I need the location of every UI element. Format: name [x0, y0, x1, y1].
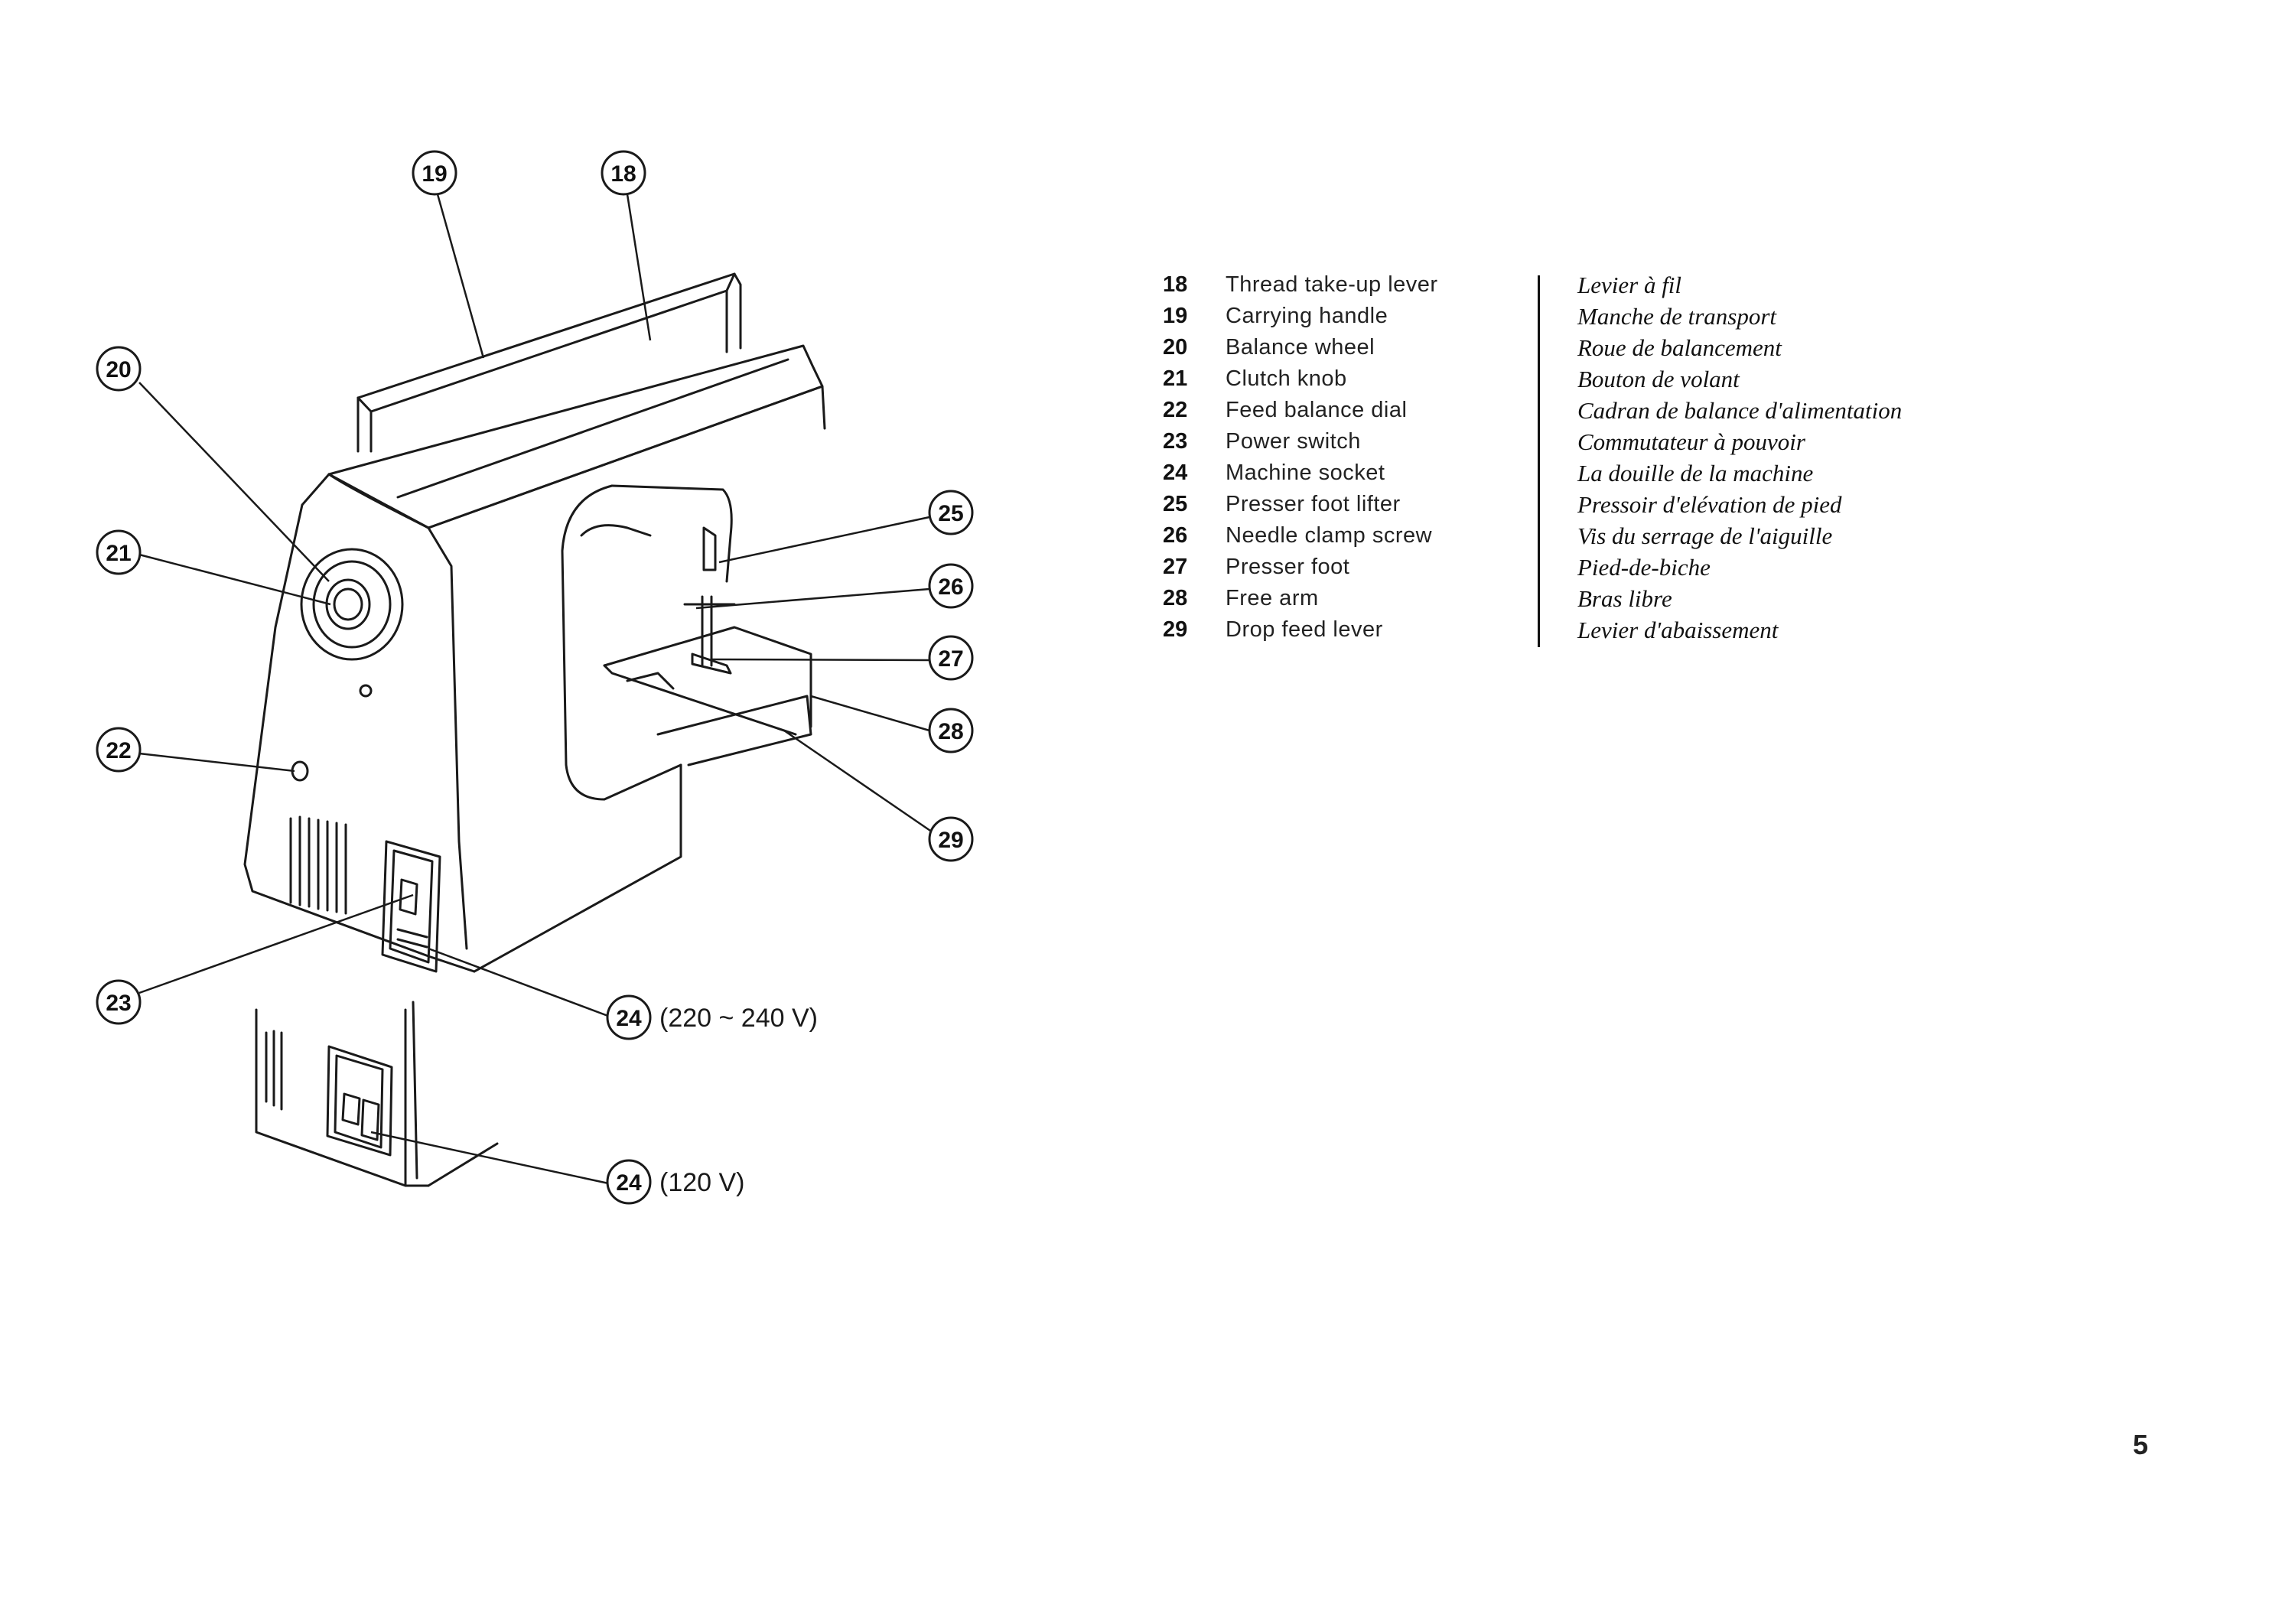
part-name-english: Clutch knob: [1226, 366, 1347, 391]
part-number: 21: [1163, 366, 1188, 391]
voltage-label-120v: (120 V): [659, 1168, 745, 1197]
part-number: 28: [1163, 586, 1188, 610]
part-name-french: Cadran de balance d'alimentation: [1577, 397, 1903, 424]
part-name-english: Power switch: [1226, 429, 1361, 454]
part-name-french: Manche de transport: [1577, 303, 1777, 330]
callout-28: 28: [938, 719, 963, 744]
part-name-english: Free arm: [1226, 586, 1319, 610]
part-name-french: Levier d'abaissement: [1577, 617, 1779, 643]
part-name-english: Carrying handle: [1226, 304, 1388, 328]
sewing-machine-diagram: 19 18 20 21 25 26 27 28 29 22 23 24 24 (…: [96, 150, 974, 1205]
callout-20: 20: [106, 357, 131, 382]
part-name-french: Levier à fil: [1577, 272, 1682, 298]
part-name-french: La douille de la machine: [1577, 460, 1814, 487]
part-name-french: Commutateur à pouvoir: [1577, 428, 1805, 455]
callout-24-120v: 24: [616, 1170, 642, 1196]
callout-18: 18: [610, 161, 636, 187]
part-number: 20: [1163, 335, 1188, 360]
part-name-english: Presser foot lifter: [1226, 492, 1401, 516]
part-number: 18: [1163, 272, 1188, 297]
legend-divider: [1538, 275, 1540, 647]
part-name-french: Bras libre: [1577, 585, 1672, 612]
callout-23: 23: [106, 991, 131, 1016]
part-name-english: Feed balance dial: [1226, 398, 1408, 422]
callout-22: 22: [106, 738, 131, 763]
part-number: 23: [1163, 429, 1188, 454]
callout-27: 27: [938, 646, 963, 672]
callout-numbers: 19 18 20 21 25 26 27 28 29 22 23 24 24: [106, 161, 963, 1196]
part-name-french: Pressoir d'elévation de pied: [1577, 491, 1842, 518]
callout-26: 26: [938, 574, 963, 600]
part-name-english: Machine socket: [1226, 461, 1385, 485]
callout-circles: [96, 150, 974, 1205]
part-number: 26: [1163, 523, 1188, 548]
leader-lines: [138, 194, 936, 1186]
callout-24-220v: 24: [616, 1006, 642, 1031]
part-name-french: Bouton de volant: [1577, 366, 1740, 392]
part-name-french: Vis du serrage de l'aiguille: [1577, 522, 1833, 549]
callout-19: 19: [422, 161, 447, 187]
page-number: 5: [2133, 1429, 2149, 1460]
part-number: 24: [1163, 461, 1188, 485]
part-name-french: Roue de balancement: [1577, 334, 1782, 361]
part-name-english: Balance wheel: [1226, 335, 1375, 360]
part-number: 27: [1163, 555, 1188, 579]
part-number: 19: [1163, 304, 1188, 328]
sewing-machine-illustration: [243, 272, 826, 1187]
callout-21: 21: [106, 541, 131, 566]
part-name-english: Drop feed lever: [1226, 617, 1383, 642]
part-name-english: Needle clamp screw: [1226, 523, 1433, 548]
part-name-english: Thread take-up lever: [1226, 272, 1438, 297]
part-number: 29: [1163, 617, 1188, 642]
part-number: 25: [1163, 492, 1188, 516]
callout-29: 29: [938, 828, 963, 853]
part-name-english: Presser foot: [1226, 555, 1350, 579]
callout-25: 25: [938, 501, 963, 526]
part-number: 22: [1163, 398, 1188, 422]
voltage-label-220-240v: (220 ~ 240 V): [659, 1004, 818, 1033]
part-name-french: Pied-de-biche: [1577, 554, 1711, 581]
